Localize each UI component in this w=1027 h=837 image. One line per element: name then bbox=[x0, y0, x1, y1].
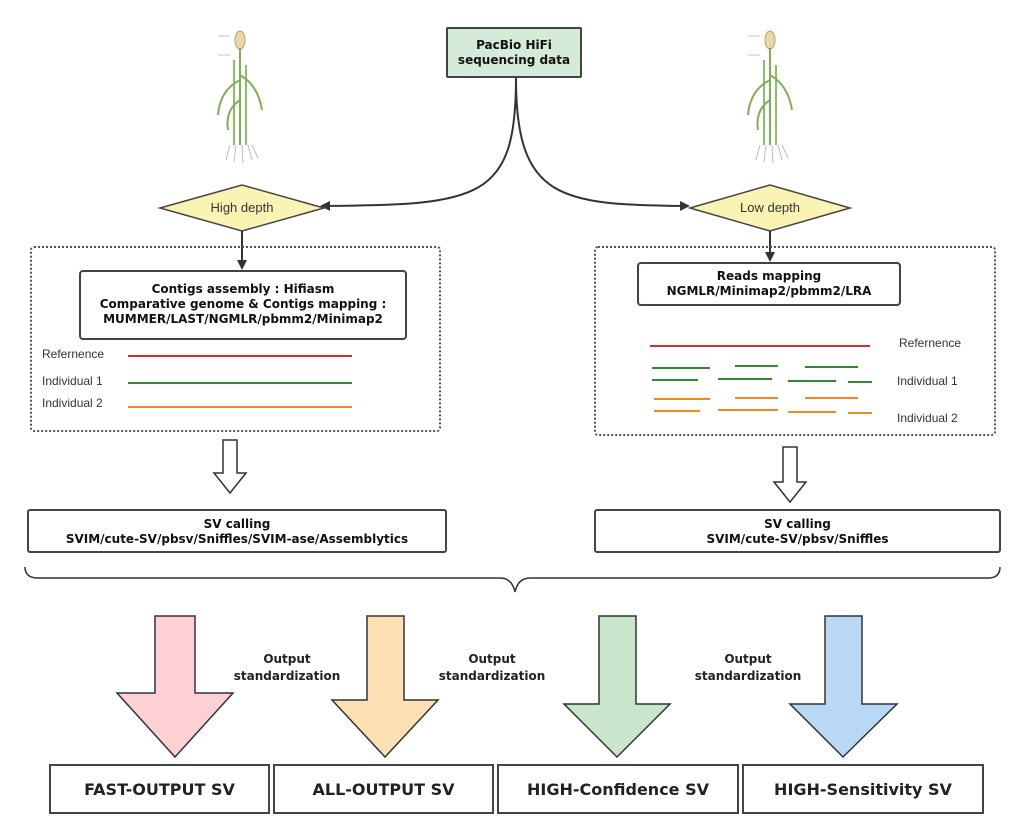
output-arrow-2 bbox=[330, 615, 440, 759]
sv-calling-left-box: SV calling SVIM/cute-SV/pbsv/Sniffles/SV… bbox=[27, 509, 447, 553]
arrow-to-low-depth bbox=[515, 77, 690, 211]
standardization-label-2: Output standardization bbox=[438, 652, 546, 683]
assembly-line3: MUMMER/LAST/NGMLR/pbmm2/Minimap2 bbox=[103, 312, 383, 326]
low-depth-label: Low depth bbox=[740, 200, 800, 215]
right-reference-label: Refernence bbox=[899, 336, 962, 350]
hollow-arrow-left bbox=[212, 439, 248, 495]
mapping-line2: NGMLR/Minimap2/pbmm2/LRA bbox=[666, 284, 872, 298]
output-high-sensitivity-box: HIGH-Sensitivity SV bbox=[742, 764, 984, 814]
hollow-arrow-right bbox=[772, 446, 808, 504]
mapping-line1: Reads mapping bbox=[716, 269, 822, 283]
left-individual2-label: Individual 2 bbox=[42, 396, 103, 410]
curly-brace bbox=[24, 566, 1001, 593]
pacbio-line2: sequencing data bbox=[457, 53, 571, 67]
right-dotted-panel bbox=[594, 246, 996, 436]
pacbio-hifi-box: PacBio HiFi sequencing data bbox=[446, 27, 582, 78]
output-high-confidence-box: HIGH-Confidence SV bbox=[497, 764, 739, 814]
left-individual1-label: Individual 1 bbox=[42, 374, 103, 388]
sv-right-line2: SVIM/cute-SV/pbsv/Sniffles bbox=[706, 532, 889, 546]
output-fast-box: FAST-OUTPUT SV bbox=[49, 764, 270, 814]
output-arrow-3 bbox=[562, 615, 672, 759]
output-all-box: ALL-OUTPUT SV bbox=[273, 764, 494, 814]
wheat-plant-right-icon bbox=[747, 30, 793, 164]
output-arrow-4 bbox=[788, 615, 899, 759]
right-individual2-reads bbox=[654, 397, 872, 414]
wheat-plant-left-icon bbox=[217, 30, 263, 164]
pacbio-line1: PacBio HiFi bbox=[476, 38, 552, 52]
sv-calling-right-box: SV calling SVIM/cute-SV/pbsv/Sniffles bbox=[594, 509, 1001, 553]
assembly-method-box: Contigs assembly : Hifiasm Comparative g… bbox=[79, 270, 407, 340]
reads-mapping-box: Reads mapping NGMLR/Minimap2/pbmm2/LRA bbox=[637, 262, 901, 306]
sv-right-line1: SV calling bbox=[764, 517, 831, 531]
assembly-line2: Comparative genome & Contigs mapping : bbox=[99, 297, 387, 311]
low-depth-diamond bbox=[687, 184, 853, 232]
sv-left-line2: SVIM/cute-SV/pbsv/Sniffles/SVIM-ase/Asse… bbox=[65, 532, 409, 546]
high-depth-label: High depth bbox=[210, 200, 274, 215]
left-dotted-panel bbox=[30, 246, 441, 432]
right-individual1-label: Individual 1 bbox=[897, 374, 958, 388]
right-individual1-reads bbox=[652, 365, 872, 383]
left-reference-label: Refernence bbox=[42, 347, 105, 361]
standardization-label-3: Output standardization bbox=[694, 652, 802, 683]
high-depth-diamond bbox=[157, 184, 327, 232]
sv-left-line1: SV calling bbox=[203, 517, 271, 531]
output-arrow-1 bbox=[115, 615, 235, 759]
standardization-label-1: Output standardization bbox=[233, 652, 341, 683]
right-individual2-label: Individual 2 bbox=[897, 411, 958, 425]
arrow-to-high-depth bbox=[320, 77, 517, 211]
assembly-line1: Contigs assembly : Hifiasm bbox=[151, 282, 335, 296]
